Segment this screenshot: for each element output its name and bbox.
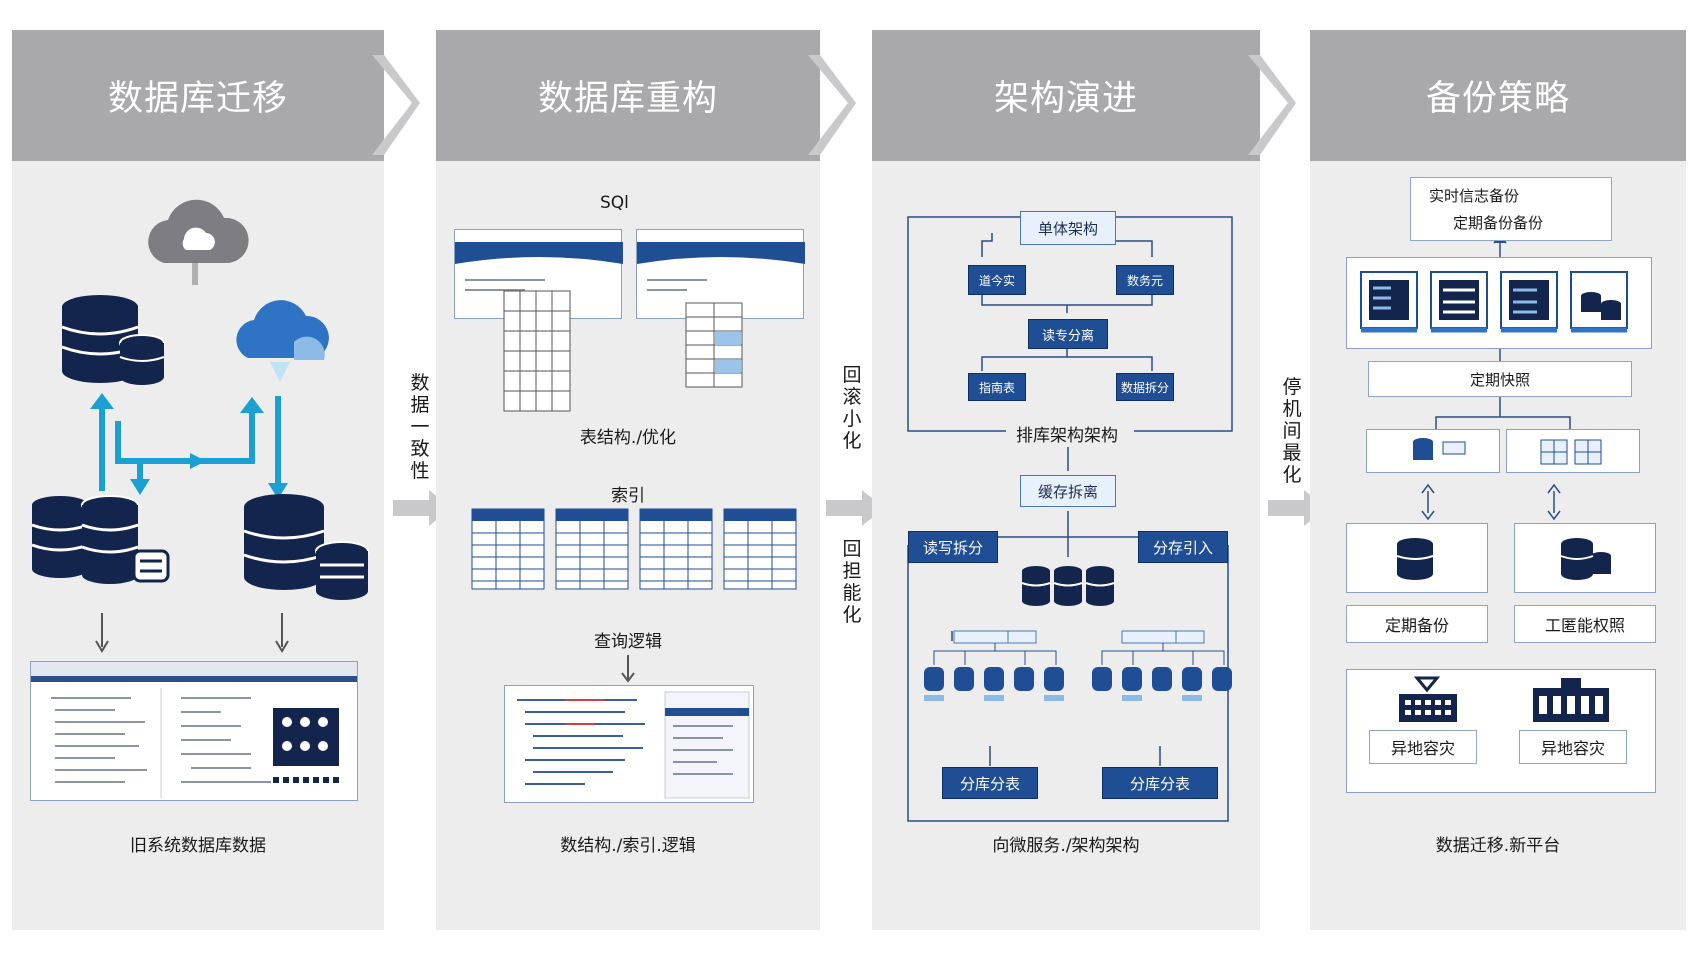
box-label: 定期快照 bbox=[1469, 370, 1530, 389]
shard-tree-left bbox=[924, 630, 1064, 701]
sync-arrows-icon bbox=[90, 393, 288, 499]
sql-label: SQl bbox=[600, 193, 629, 213]
chevron-icon bbox=[372, 55, 420, 155]
column-body: 旧系统数据库数据 bbox=[12, 161, 384, 930]
shard-index-box: 分存引入 bbox=[1138, 531, 1228, 563]
index-table bbox=[555, 508, 629, 590]
column-title: 架构演进 bbox=[993, 79, 1138, 119]
column-header: 数据库重构 bbox=[436, 30, 820, 161]
storage-node bbox=[1366, 429, 1500, 473]
column-evolution: 架构演进 单体架构 道今实 数务元 bbox=[872, 30, 1260, 930]
box-label: 工匿能权照 bbox=[1544, 616, 1625, 635]
cache-box: 缓存拆离 bbox=[1020, 475, 1116, 507]
dr-box: 异地容灾 bbox=[1519, 730, 1627, 764]
right-arrow-icon bbox=[826, 490, 884, 526]
box-label: 道今实 bbox=[978, 273, 1015, 288]
index-label: 索引 bbox=[611, 486, 645, 506]
query-code-window bbox=[504, 685, 754, 803]
column-refactor: 数据库重构 SQl 表结构./优化 索引 bbox=[436, 30, 820, 930]
box-label: 分库分表 bbox=[959, 774, 1020, 793]
column-backup: 备份策略 实时信志备份 定期备份备份 bbox=[1310, 30, 1686, 930]
index-table bbox=[723, 508, 797, 590]
down-arrow-icon bbox=[95, 613, 109, 653]
column-caption: 数据迁移.新平台 bbox=[1435, 836, 1561, 856]
chevron-icon bbox=[808, 55, 856, 155]
cloud-icon bbox=[236, 300, 329, 382]
column-header: 架构演进 bbox=[872, 30, 1260, 161]
down-arrow-icon bbox=[621, 655, 635, 683]
box-label: 指南表 bbox=[978, 380, 1015, 395]
server-icons-panel bbox=[1346, 257, 1652, 349]
down-arrow-icon bbox=[275, 613, 289, 653]
table-grid bbox=[685, 302, 743, 388]
storage-node bbox=[1506, 429, 1640, 473]
box-label: 缓存拆离 bbox=[1037, 482, 1098, 501]
connector-label: 回 担 能 化 bbox=[842, 538, 862, 626]
legacy-app-screenshot bbox=[30, 661, 358, 801]
box-label: 定期备份 bbox=[1384, 616, 1449, 635]
column-title: 数据库重构 bbox=[537, 79, 718, 119]
database-node bbox=[1346, 523, 1488, 593]
query-label: 查询逻辑 bbox=[594, 632, 662, 652]
column-body: 实时信志备份 定期备份备份 定期快照 bbox=[1310, 161, 1686, 930]
service-box: 道今实 bbox=[968, 265, 1026, 295]
box-label: 单体架构 bbox=[1037, 219, 1098, 238]
cloud-icon bbox=[148, 199, 249, 285]
connector-label: 回 滚 小 化 bbox=[842, 364, 862, 452]
table-opt-label: 表结构./优化 bbox=[579, 428, 677, 448]
box-label: 定期备份备份 bbox=[1453, 214, 1544, 232]
box-label: 分库分表 bbox=[1129, 774, 1190, 793]
chevron-icon bbox=[1248, 55, 1296, 155]
evolution-connectors bbox=[907, 216, 1233, 822]
monolith-box: 单体架构 bbox=[1020, 211, 1116, 245]
box-label: 分存引入 bbox=[1152, 538, 1213, 557]
database-cluster-icon bbox=[1021, 566, 1115, 606]
connector-label: 停 机 间 最 化 bbox=[1282, 376, 1302, 486]
box-label: 读专分离 bbox=[1041, 328, 1094, 344]
column-title: 数据库迁移 bbox=[107, 79, 288, 119]
service-box: 指南表 bbox=[968, 373, 1026, 401]
shard-box: 分库分表 bbox=[942, 767, 1038, 799]
table-grid bbox=[503, 290, 571, 412]
database-icon bbox=[31, 495, 170, 584]
rw-box: 读写拆分 bbox=[908, 531, 998, 563]
index-table bbox=[471, 508, 545, 590]
scheduled-backup-box: 定期备份 bbox=[1346, 605, 1488, 643]
permission-snapshot-box: 工匿能权照 bbox=[1514, 605, 1656, 643]
database-icon bbox=[243, 494, 369, 600]
column-body: SQl 表结构./优化 索引 bbox=[436, 161, 820, 930]
service-box: 数据拆分 bbox=[1116, 373, 1174, 401]
disaster-recovery-panel: 异地容灾 异地容灾 bbox=[1346, 669, 1656, 793]
box-label: 数务元 bbox=[1126, 273, 1163, 288]
box-label: 实时信志备份 bbox=[1429, 187, 1520, 205]
box-label: 读写拆分 bbox=[922, 538, 983, 557]
box-label: 异地容灾 bbox=[1390, 739, 1455, 758]
shard-box: 分库分表 bbox=[1102, 767, 1218, 799]
index-table bbox=[639, 508, 713, 590]
column-migration: 数据库迁移 bbox=[12, 30, 384, 930]
shard-tree-right bbox=[1092, 630, 1232, 701]
snapshot-box: 定期快照 bbox=[1368, 361, 1632, 397]
service-box: 数务元 bbox=[1116, 265, 1174, 295]
column-caption: 向微服务./架构架构 bbox=[992, 836, 1140, 856]
column-caption: 数结构./索引.逻辑 bbox=[560, 836, 696, 856]
dr-box: 异地容灾 bbox=[1369, 730, 1477, 764]
box-label: 异地容灾 bbox=[1540, 739, 1605, 758]
rw-split-box: 读专分离 bbox=[1028, 319, 1108, 349]
column-caption: 旧系统数据库数据 bbox=[130, 836, 266, 856]
connector-label: 数 据 一 致 性 bbox=[410, 372, 430, 482]
schema-window bbox=[636, 229, 805, 319]
column-title: 备份策略 bbox=[1425, 79, 1570, 119]
column-header: 备份策略 bbox=[1310, 30, 1686, 161]
database-icon bbox=[61, 295, 165, 385]
column-body: 单体架构 道今实 数务元 读专分离 指南表 数据拆分 排库架构架构 缓存拆离 读… bbox=[872, 161, 1260, 930]
arch-label: 排库架构架构 bbox=[1016, 426, 1118, 446]
database-node bbox=[1514, 523, 1656, 593]
box-label: 数据拆分 bbox=[1120, 380, 1169, 395]
column-header: 数据库迁移 bbox=[12, 30, 384, 161]
realtime-backup-panel: 实时信志备份 定期备份备份 bbox=[1410, 177, 1612, 241]
